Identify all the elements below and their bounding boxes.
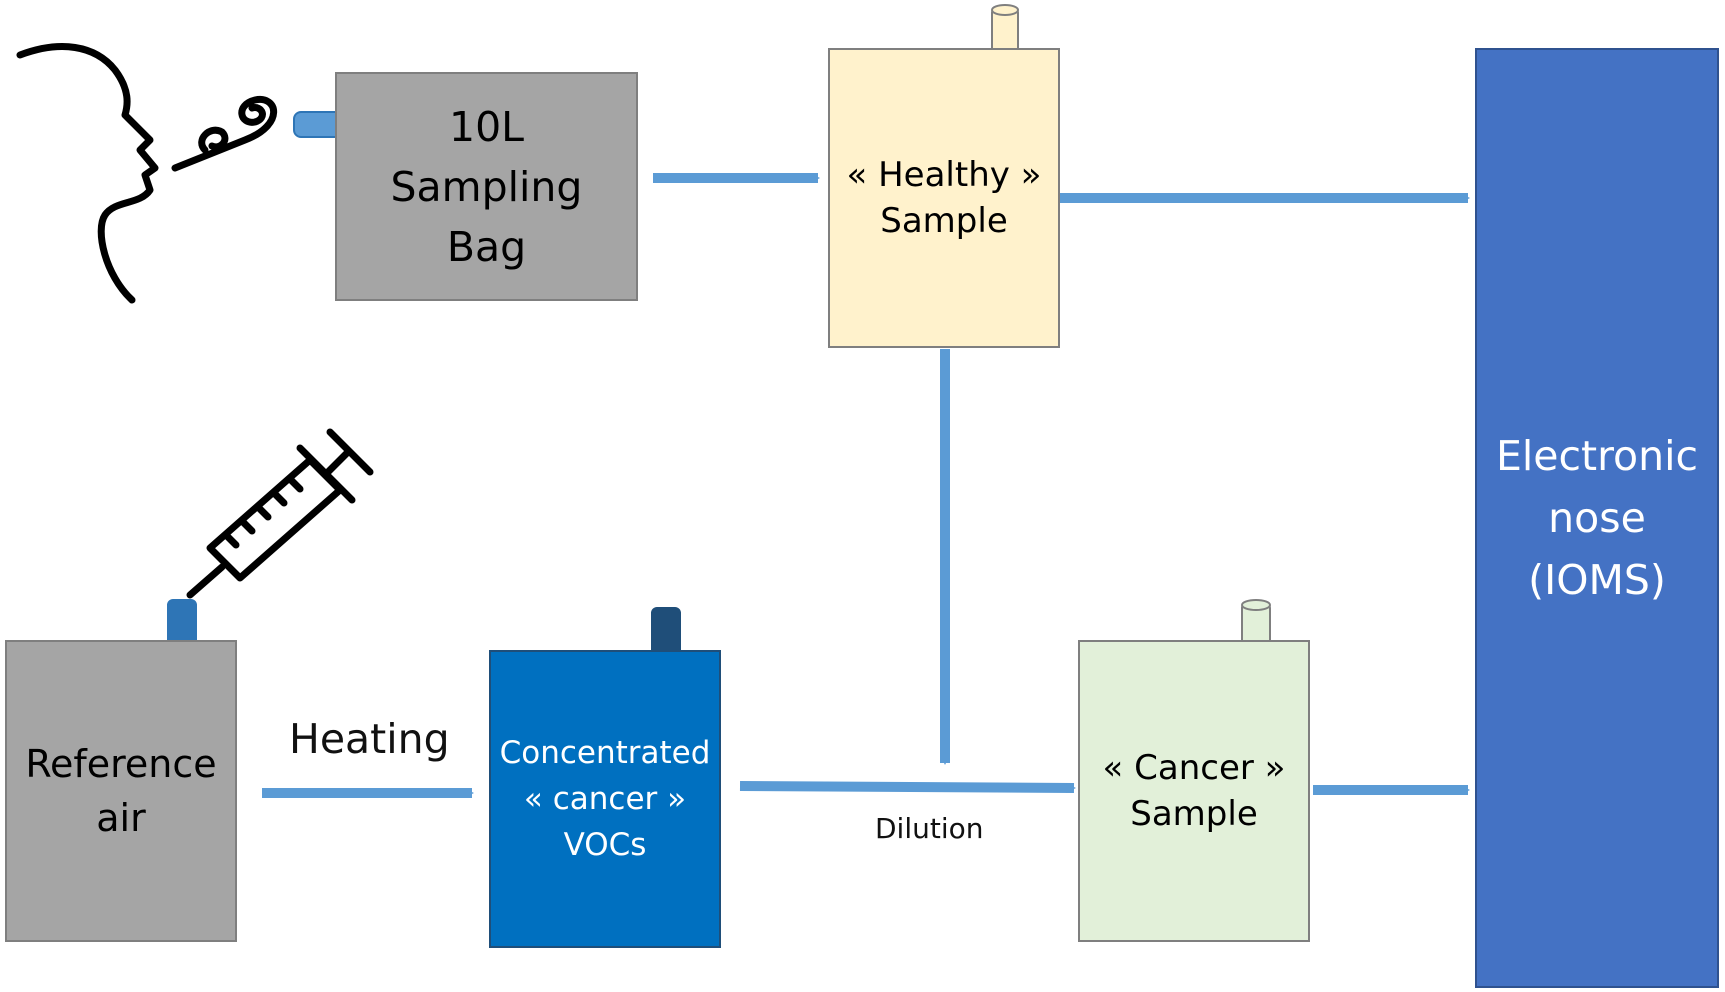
sampling-bag-box: 10L Sampling Bag: [335, 72, 638, 301]
concentrated-vocs-line-1: Concentrated: [499, 735, 711, 771]
healthy-sample-line-2: Sample: [880, 201, 1008, 241]
reference-air-box: Reference air: [5, 640, 237, 942]
arrow-concentrated-to-cancer: [739, 781, 1076, 793]
concentrated-vocs-line-3: VOCs: [563, 827, 647, 863]
electronic-nose-line-2: nose: [1548, 494, 1646, 542]
sampling-bag-line-3: Bag: [446, 222, 527, 271]
healthy-sample-line-1: « Healthy »: [846, 155, 1042, 195]
concentrated-vocs-line-2: « cancer »: [523, 781, 687, 817]
reference-air-line-1: Reference: [25, 742, 217, 786]
face-breath-icon: [16, 43, 278, 304]
syringe-icon: [186, 428, 374, 599]
cancer-sample-box: « Cancer » Sample: [1078, 640, 1310, 942]
cancer-sample-line-1: « Cancer »: [1102, 748, 1286, 788]
electronic-nose-line-3: (IOMS): [1528, 556, 1666, 604]
concentrated-vocs-box: Concentrated « cancer » VOCs: [489, 650, 721, 948]
dilution-label: Dilution: [875, 812, 984, 845]
sampling-bag-line-1: 10L: [448, 102, 524, 151]
reference-air-line-2: air: [96, 796, 146, 840]
healthy-sample-box: « Healthy » Sample: [828, 48, 1060, 348]
electronic-nose-line-1: Electronic: [1495, 432, 1699, 480]
electronic-nose-box: Electronic nose (IOMS): [1475, 48, 1719, 988]
sampling-bag-line-2: Sampling: [390, 162, 583, 211]
cancer-sample-line-2: Sample: [1130, 794, 1258, 834]
heating-label: Heating: [289, 715, 450, 763]
